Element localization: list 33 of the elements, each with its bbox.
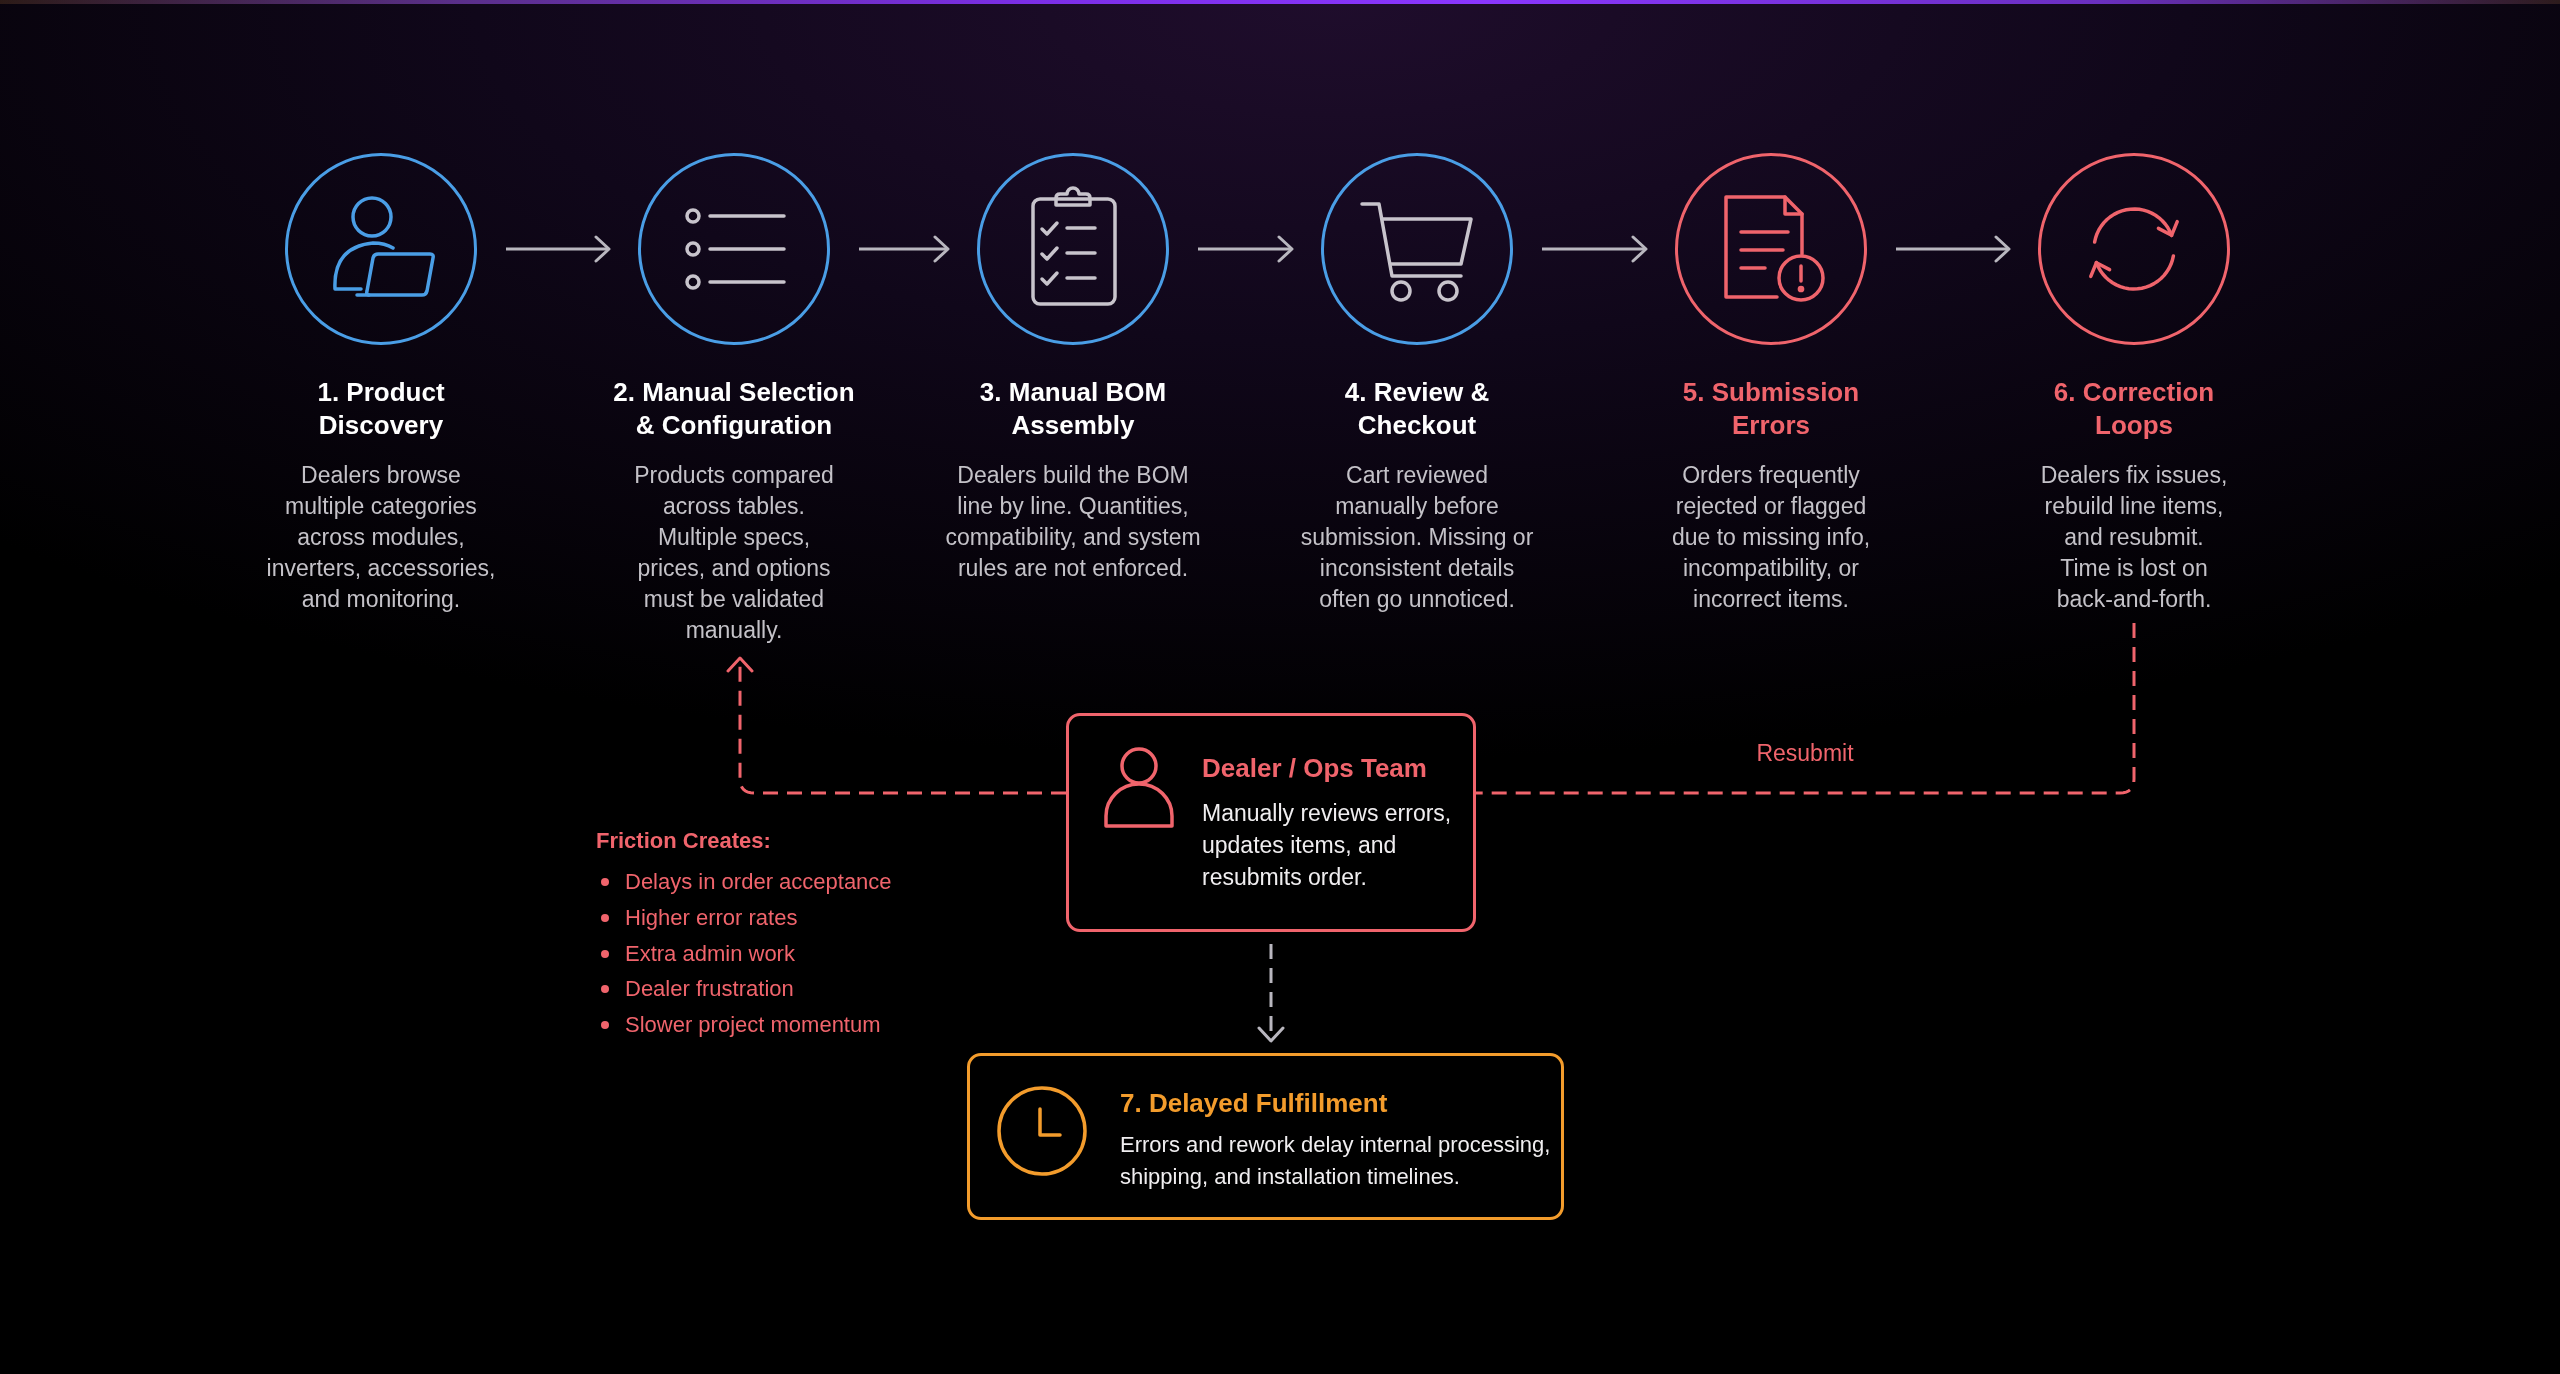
arrow [506, 235, 611, 263]
step-title: 3. Manual BOM Assembly [978, 376, 1168, 442]
arrow [1198, 235, 1294, 263]
list-item: Dealer frustration [625, 975, 794, 1004]
card-title: 7. Delayed Fulfillment [1120, 1087, 1389, 1120]
dashed-arrow [1257, 944, 1285, 1043]
dashed-arrow [726, 656, 1066, 795]
list-item: Extra admin work [625, 939, 795, 968]
team-card [1066, 713, 1476, 932]
list-heading: Friction Creates: [596, 827, 771, 855]
dashed-line [1476, 623, 2136, 795]
arrow [1542, 235, 1648, 263]
step-title: 5. Submission Errors [1681, 376, 1861, 442]
list-item: Delays in order acceptance [625, 868, 892, 896]
card-text: Errors and rework delay internal processing, shipping, and installation timelines. [1120, 1131, 1552, 1191]
arrow [1896, 235, 2011, 263]
edge-label: Resubmit [1755, 739, 1855, 767]
outcome-card [967, 1053, 1564, 1220]
card-title: Dealer / Ops Team [1202, 752, 1428, 785]
card-text: Manually reviews errors, updates items, and resubmits order. [1202, 799, 1453, 892]
step-title: 2. Manual Selection & Configuration [612, 376, 856, 442]
step-description: Dealers build the BOM line by line. Quantities, compatibility, and system rules are not enforced. [945, 461, 1201, 583]
step-description: Dealers browse multiple categories across modules, inverters, accessories, and monitoring. [265, 461, 497, 614]
step-title: 4. Review & Checkout [1343, 376, 1491, 442]
step-title: 6. Correction Loops [2052, 376, 2216, 442]
step-description: Orders frequently rejected or flagged due to missing info, incompatibility, or incorrect items. [1670, 461, 1872, 614]
list-item: Slower project momentum [625, 1011, 881, 1040]
step-description: Cart reviewed manually before submission. Missing or inconsistent details often go unnoticed. [1299, 461, 1535, 614]
arrow [859, 235, 950, 263]
step-description: Dealers fix issues, rebuild line items, and resubmit. Time is lost on back-and-forth. [2039, 461, 2229, 614]
list-item: Higher error rates [625, 903, 798, 932]
step-description: Products compared across tables. Multiple specs, prices, and options must be validated manually. [633, 461, 835, 645]
step-title: 1. Product Discovery [316, 376, 446, 442]
